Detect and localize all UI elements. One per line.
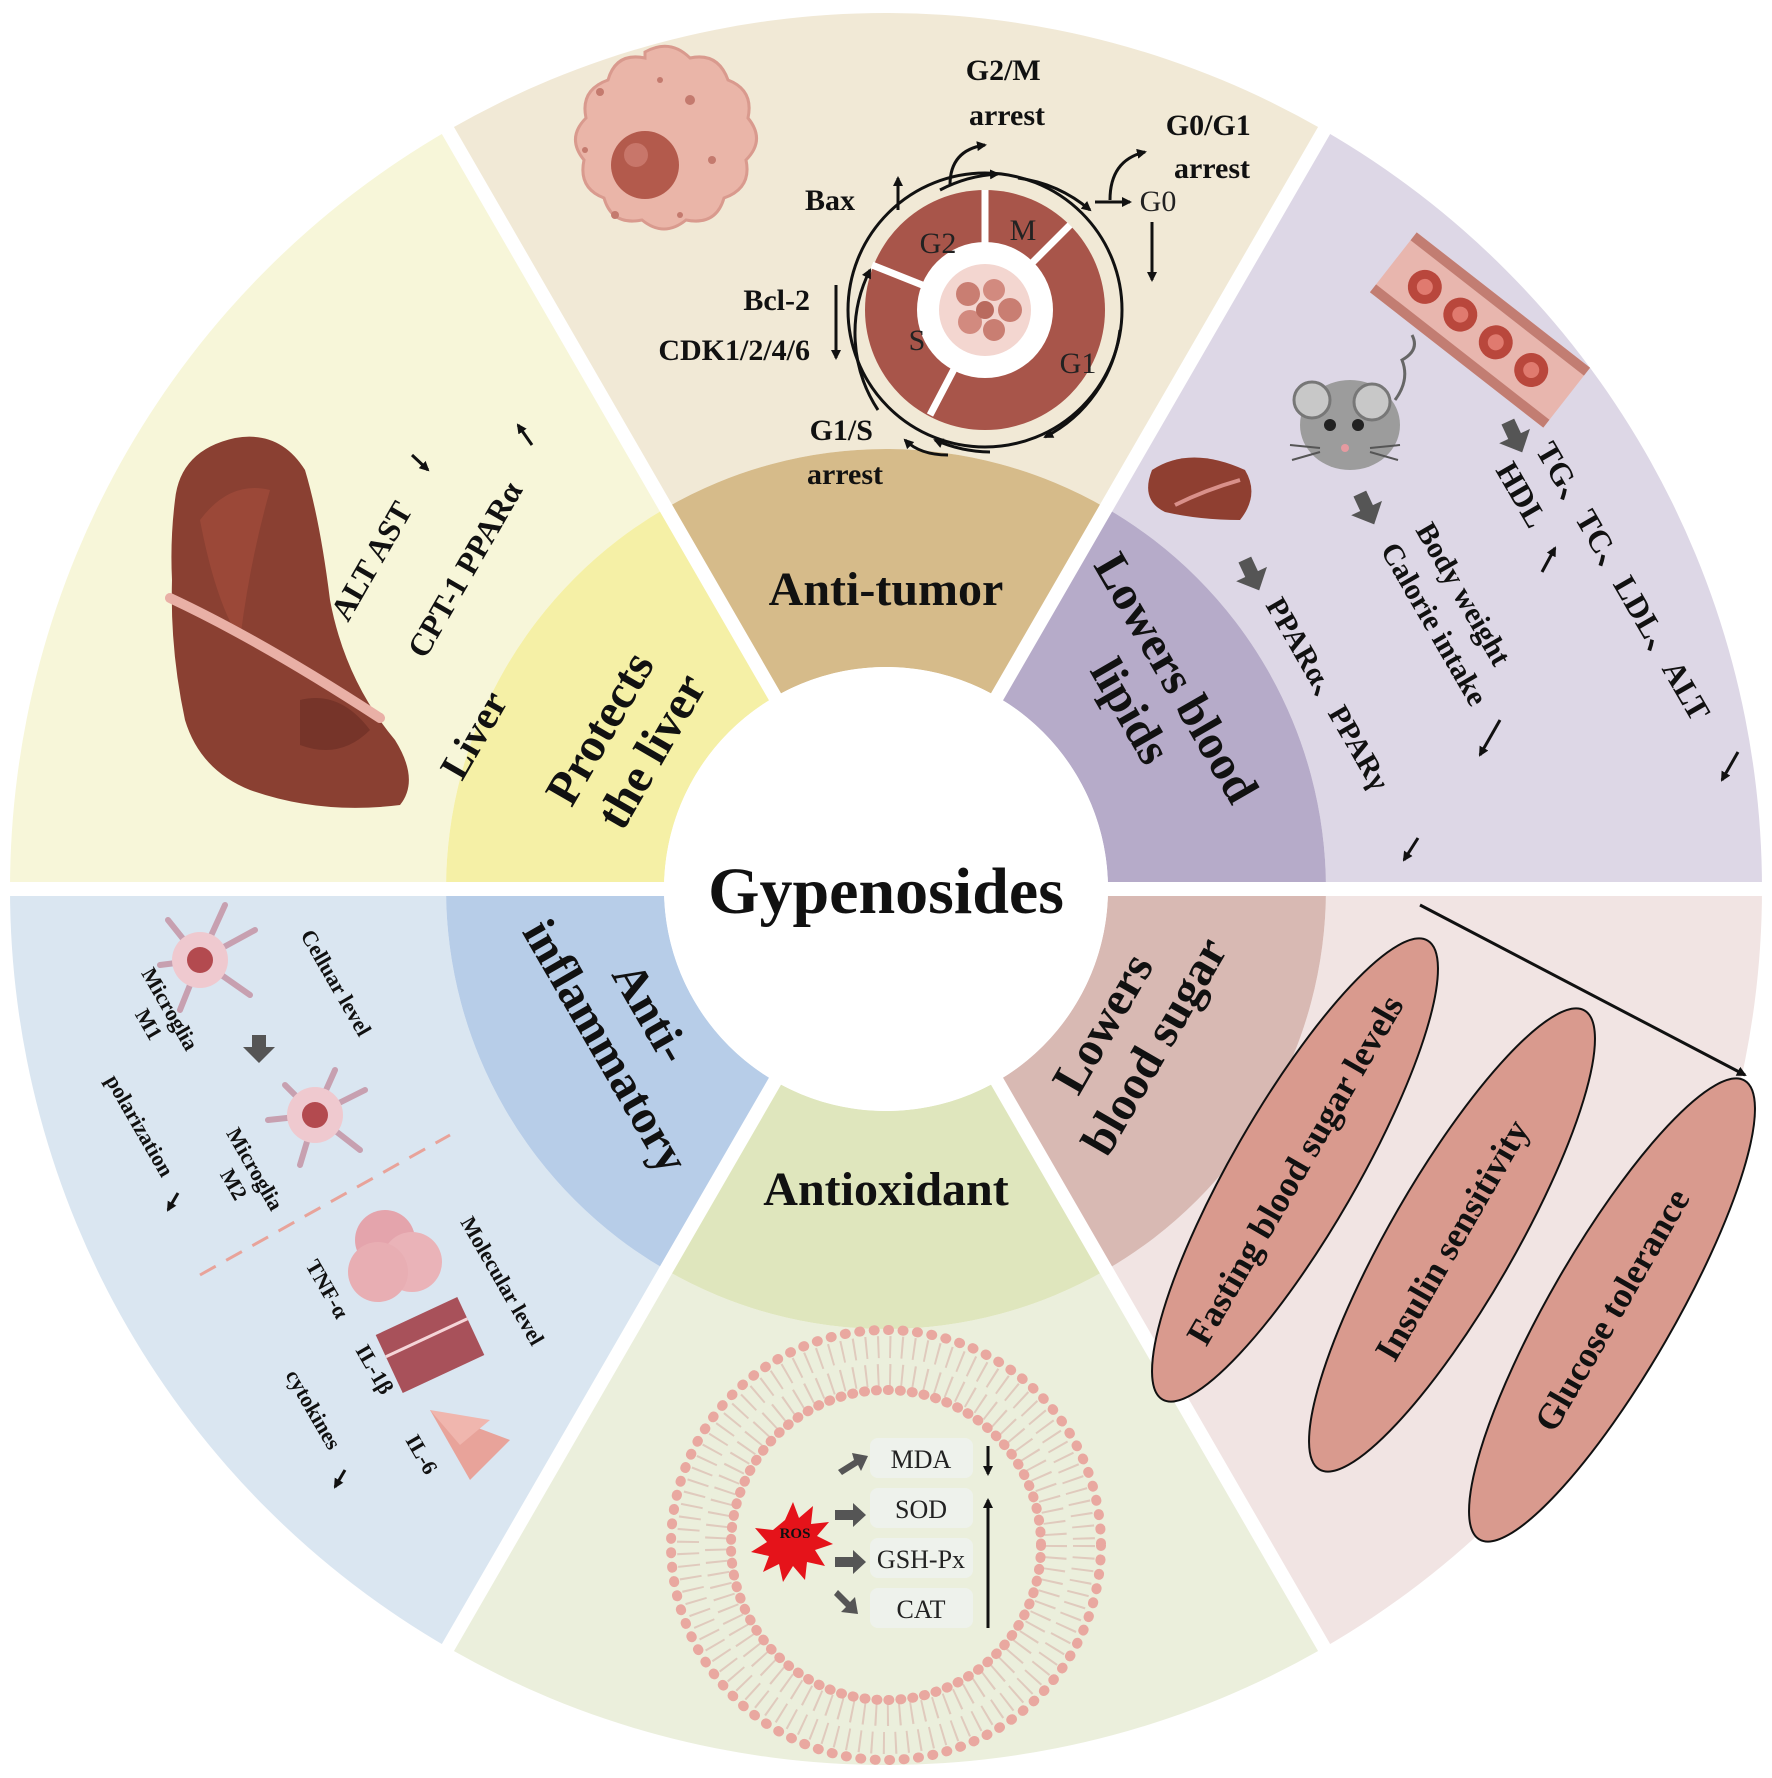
bcl2-label: Bcl-2 [743, 284, 810, 317]
antioxidant-section: Antioxidant ROS MDA SOD GSH-Px CAT [666, 1163, 1106, 1765]
g0-label: G0 [1140, 185, 1177, 218]
cell-cycle-diagram: G2 M G1 S G0 [846, 141, 1177, 457]
g2m-line2: arrest [969, 99, 1045, 132]
tumor-cluster-icon [939, 264, 1031, 356]
g1s-line2: arrest [807, 458, 883, 491]
microglia-m1-icon [157, 902, 258, 1013]
tg-down-arrow [1720, 751, 1740, 782]
anti-tumor-label: Anti-tumor [769, 563, 1004, 616]
liver-outer-sector [10, 130, 666, 889]
antioxidant-inner-sector [666, 1081, 1106, 1329]
cytokine-shapes [348, 1210, 510, 1480]
center-title: Gypenosides [708, 855, 1064, 928]
phase-s: S [909, 324, 926, 357]
marker-mda: MDA [891, 1445, 952, 1474]
anti-tumor-inner-sector [666, 448, 1106, 697]
level-divider [199, 1133, 451, 1277]
marker-gsh: GSH-Px [877, 1545, 965, 1574]
phase-m: M [1010, 214, 1037, 247]
phase-g2: G2 [920, 227, 957, 260]
hdl-up-arrow [1540, 546, 1557, 573]
phase-g1: G1 [1060, 347, 1097, 380]
polarization-down-arrow [166, 1192, 180, 1212]
g0g1-line2: arrest [1174, 152, 1250, 185]
center-hub: Gypenosides [664, 667, 1108, 1111]
anti-inflammatory-inner-sector [446, 889, 775, 1271]
g1s-line1: G1/S [810, 414, 873, 447]
lipids-inner-sector [997, 507, 1326, 889]
blood-vessel-icon [1369, 232, 1591, 428]
tumor-cell-icon [574, 44, 758, 231]
mouse-icon [1289, 334, 1416, 470]
antioxidant-label: Antioxidant [763, 1163, 1008, 1216]
g1s-arrest-label: G1/S arrest [807, 414, 883, 491]
liver-organ-icon [165, 436, 409, 808]
sugar-trend-arrow [1419, 903, 1747, 1077]
g2m-line1: G2/M [966, 54, 1041, 87]
cell-membrane-icon [666, 1325, 1106, 1765]
ppar-down-arrow [1402, 837, 1420, 862]
sugar-inner-sector [997, 889, 1326, 1271]
g2m-arrest-label: G2/M arrest [966, 54, 1049, 132]
marker-boxes: MDA SOD GSH-Px CAT [870, 1438, 973, 1628]
lipids-outer-sector [1106, 130, 1762, 889]
microglia-m2-icon [265, 1067, 368, 1168]
g0g1-arrest-label: G0/G1 arrest [1166, 109, 1259, 185]
bodyweight-down-arrow [1478, 719, 1502, 757]
g0g1-line1: G0/G1 [1166, 109, 1251, 142]
anti-inflammatory-outer-sector [10, 889, 666, 1648]
cpt-up-arrow [516, 423, 534, 446]
anti-tumor-section: Anti-tumor [574, 44, 1259, 616]
small-liver-icon [1148, 457, 1252, 520]
alt-ast-down-arrow [410, 453, 430, 472]
ros-burst-icon: ROS [751, 1502, 833, 1582]
cytokines-down-arrow [333, 1469, 347, 1489]
marker-sod: SOD [895, 1495, 947, 1524]
liver-inner-sector [446, 507, 775, 889]
sector-backgrounds [10, 12, 1762, 1766]
marker-cat: CAT [896, 1595, 945, 1624]
cdk-label: CDK1/2/4/6 [658, 334, 810, 367]
ros-label: ROS [780, 1526, 811, 1542]
bax-label: Bax [805, 184, 855, 217]
